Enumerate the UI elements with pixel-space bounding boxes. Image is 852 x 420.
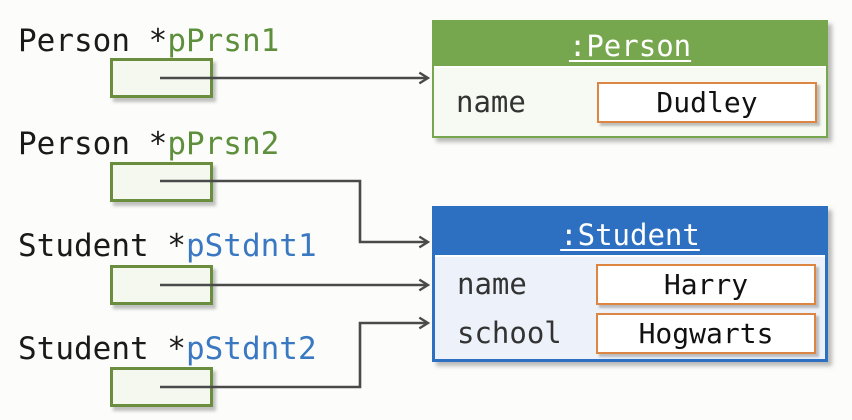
object-header-person: :Person [434, 22, 826, 68]
pointer-name: pStdnt1 [185, 228, 317, 264]
object-body-person: name Dudley [434, 68, 826, 136]
field-value: Dudley [656, 85, 758, 119]
pointer-type: Person * [18, 23, 168, 59]
field-label: school [457, 316, 562, 350]
pointer-value-box-pStdnt2 [110, 367, 213, 407]
object-card-person: :Person name Dudley [432, 20, 828, 138]
field-row-name: name Harry [457, 263, 816, 305]
pointer-declaration-pPrsn1: Person *pPrsn1 [18, 24, 279, 58]
pointer-type: Student * [18, 331, 186, 367]
object-body-student: name Harry school Hogwarts [435, 257, 825, 360]
object-title: :Student [560, 218, 700, 252]
pointer-declaration-pPrsn2: Person *pPrsn2 [18, 127, 279, 161]
field-row-school: school Hogwarts [457, 312, 816, 354]
field-value: Hogwarts [638, 316, 774, 350]
object-header-student: :Student [435, 209, 825, 257]
field-value-box: Dudley [597, 81, 817, 123]
field-label: name [456, 85, 526, 119]
pointer-name: pPrsn1 [167, 23, 280, 59]
pointer-name: pPrsn2 [167, 126, 280, 162]
pointer-declaration-pStdnt1: Student *pStdnt1 [18, 229, 317, 263]
pointer-value-box-pPrsn1 [110, 58, 213, 98]
field-value-box: Hogwarts [596, 312, 816, 354]
pointer-value-box-pStdnt1 [110, 265, 213, 305]
field-row-name: name Dudley [456, 81, 817, 123]
pointer-type: Person * [18, 126, 168, 162]
object-title: :Person [568, 29, 692, 63]
object-card-student: :Student name Harry school Hogwarts [432, 206, 828, 362]
field-value: Harry [663, 267, 749, 301]
pointer-name: pStdnt2 [185, 331, 317, 367]
pointer-declaration-pStdnt2: Student *pStdnt2 [18, 332, 317, 366]
field-label: name [457, 267, 527, 301]
pointer-type: Student * [18, 228, 186, 264]
field-value-box: Harry [596, 263, 816, 305]
pointer-value-box-pPrsn2 [110, 162, 213, 202]
